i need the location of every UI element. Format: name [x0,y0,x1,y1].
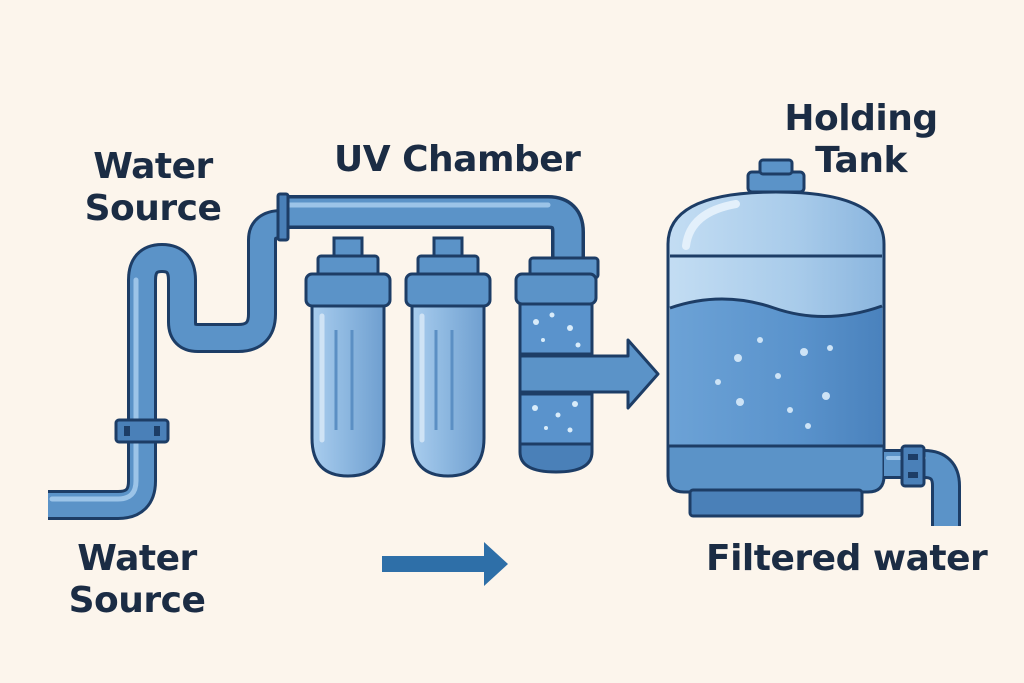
pipe-clamp [114,418,170,444]
holding-tank [666,158,886,518]
filter-canister-2 [404,236,492,478]
label-filtered-water: Filtered water [706,538,988,579]
label-water-source-top: Water Source [84,146,222,229]
header-pipe [276,192,585,272]
outlet-pipe [884,444,961,526]
inlet-pipe [48,209,283,520]
label-water-source-bottom: Water Source [68,538,206,621]
label-holding-tank: Holding Tank [784,98,938,181]
flow-direction-arrow [382,542,508,586]
label-uv-chamber: UV Chamber [334,139,581,180]
flow-arrow-to-tank [518,338,660,410]
filter-canister-1 [304,236,392,478]
